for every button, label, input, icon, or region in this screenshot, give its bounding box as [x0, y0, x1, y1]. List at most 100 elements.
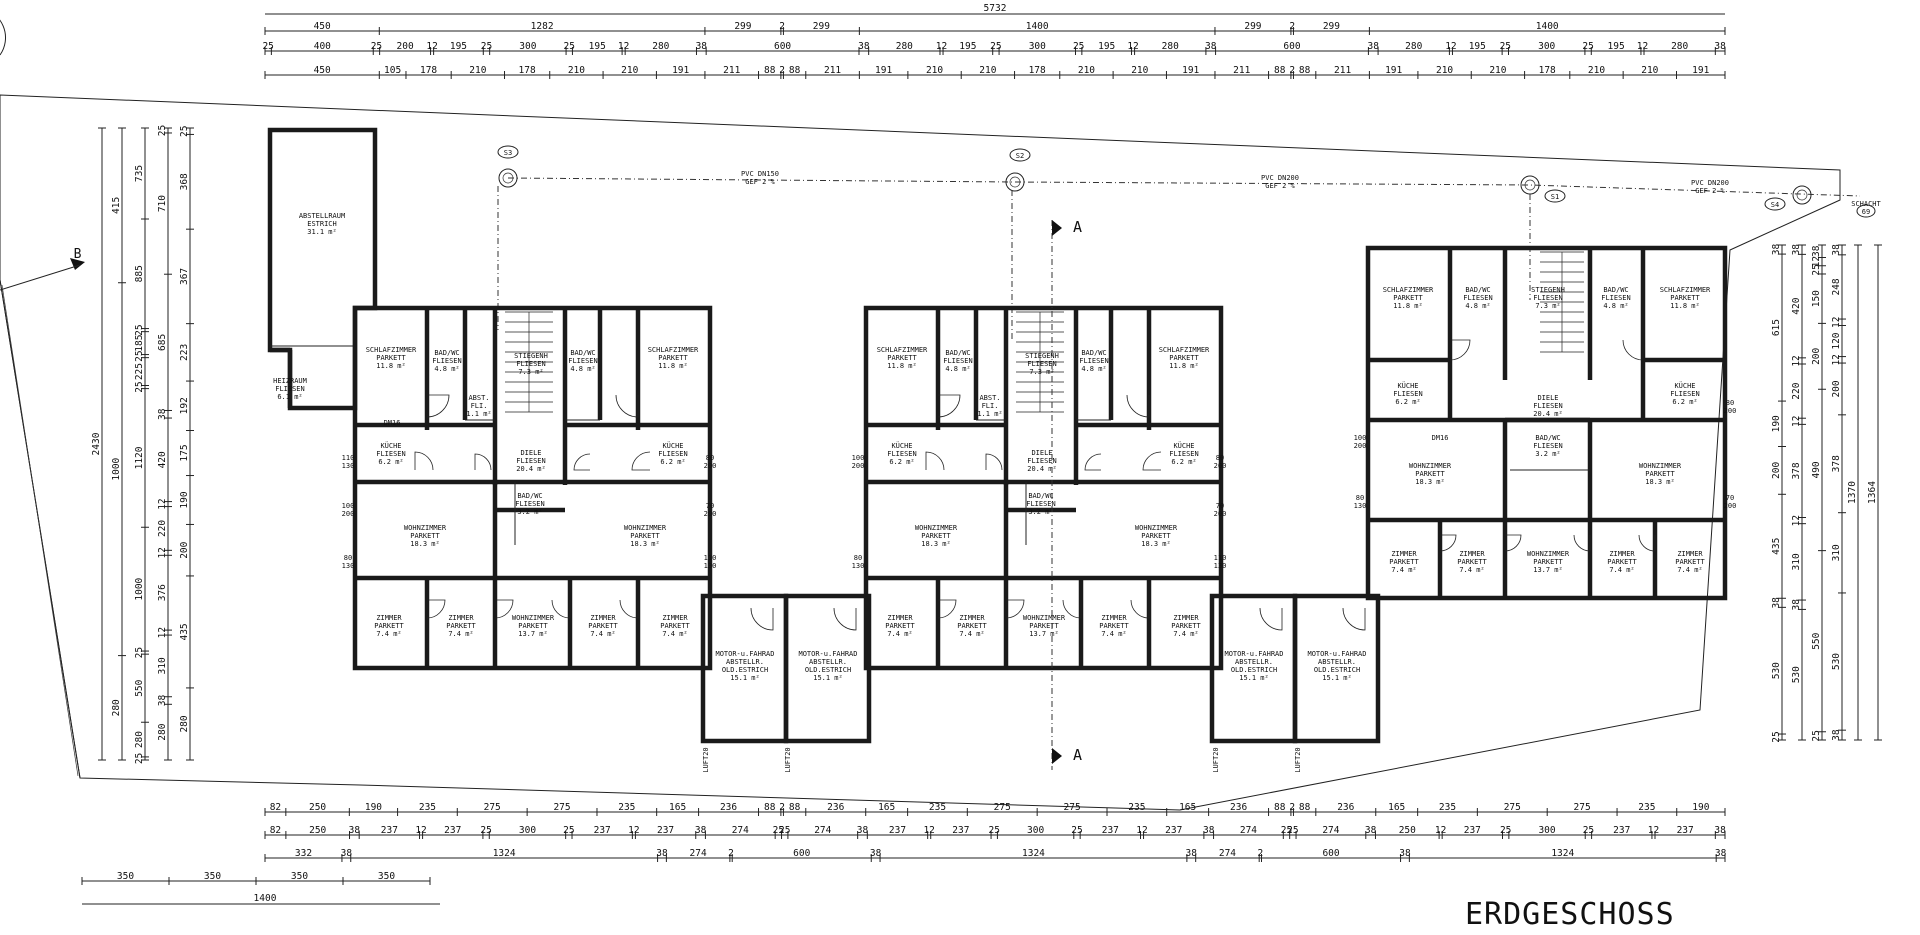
window-size-width: 110: [342, 454, 355, 462]
bottom-row2-label: 12: [1648, 825, 1659, 836]
top-row3-label: 191: [875, 65, 892, 76]
bottom-row2-label: 12: [1136, 825, 1147, 836]
room-bad_small-label: 3.2 m²: [1535, 450, 1560, 458]
manhole-circle: [1005, 172, 1025, 192]
window-size-height: 200: [852, 462, 865, 470]
room-diele-label: 20.4 m²: [1533, 410, 1563, 418]
left-col3-label: 25: [134, 647, 145, 658]
room-zimmer-label: PARKETT: [885, 622, 915, 630]
right-col3-label: 12: [1811, 256, 1822, 267]
window-size-height: 130: [704, 562, 717, 570]
room-wohnzimmer_b-label: 13.7 m²: [1029, 630, 1059, 638]
door-swing: [1449, 339, 1471, 361]
bottom-row3-label: 1324: [1022, 848, 1045, 859]
pipe-tag: [1009, 148, 1031, 162]
bottom-row1-label: 190: [365, 802, 382, 813]
top-row1-label: 299: [1323, 21, 1340, 32]
bottom-row4-label: 350: [291, 871, 308, 882]
room-schlafzimmer-label: PARKETT: [376, 354, 406, 362]
left-col4-label: 25: [157, 125, 168, 136]
room-zimmer-label: ZIMMER: [1391, 550, 1417, 558]
top-row2-label: 195: [959, 41, 976, 52]
right-col2-label: 12: [1791, 515, 1802, 526]
bottom-row2-label: 12: [628, 825, 639, 836]
right-col4-label: 12: [1831, 317, 1842, 328]
right-col2-label: 378: [1791, 462, 1802, 479]
room-schlafzimmer-label: 11.8 m²: [658, 362, 688, 370]
room-bad-label: 4.8 m²: [1081, 365, 1106, 373]
door-swing: [1439, 534, 1457, 552]
room-schlafzimmer-label: SCHLAFZIMMER: [877, 346, 928, 354]
top-row2-label: 195: [450, 41, 467, 52]
left-col2-label: 1000: [111, 457, 122, 480]
bottom-row2-label: 237: [657, 825, 674, 836]
pipe-spec: PVC DN200: [1261, 174, 1299, 182]
manhole-inner: [1524, 179, 1536, 191]
left-col5-label: 368: [179, 173, 190, 190]
room-stiegenhaus-label: FLIESEN: [516, 360, 546, 368]
pipe-slope: GEF 2 %: [745, 178, 775, 186]
bottom-row1-label: 165: [669, 802, 686, 813]
bottom-row2-label: 237: [889, 825, 906, 836]
dm-label: DM16: [384, 419, 401, 427]
bottom-row3-label: 38: [870, 848, 882, 859]
room-diele-label: DIELE: [1537, 394, 1558, 402]
door-swing: [1638, 534, 1656, 552]
door-swing: [937, 394, 961, 418]
room-bad-label: FLIESEN: [1079, 357, 1109, 365]
door-swing: [551, 599, 571, 619]
top-row2-label: 12: [618, 41, 629, 52]
window-size-height: 200: [704, 510, 717, 518]
room-zimmer-label: ZIMMER: [959, 614, 985, 622]
room-stiegenhaus-label: 7.3 m²: [1535, 302, 1560, 310]
room-motor-label: 15.1 m²: [1239, 674, 1269, 682]
window-size-width: 100: [1354, 434, 1367, 442]
window-size-height: 200: [1724, 502, 1737, 510]
top-row3-label: 178: [1029, 65, 1046, 76]
left-col5-label: 223: [179, 344, 190, 361]
top-row3-label: 178: [519, 65, 536, 76]
room-wohnzimmer_a-label: 18.3 m²: [1415, 478, 1445, 486]
top-total-label: 5732: [984, 3, 1007, 14]
window-size-height: 200: [1214, 462, 1227, 470]
window-size-width: 80: [344, 554, 352, 562]
left-col3-label: 280: [134, 731, 145, 748]
top-row2-label: 38: [858, 41, 870, 52]
luft-label: LUFT20: [1294, 747, 1302, 772]
door-swing: [619, 599, 639, 619]
schacht-label: SCHACHT: [1851, 200, 1881, 208]
door-swing: [1573, 534, 1591, 552]
bottom-row2-label: 237: [1677, 825, 1694, 836]
door-swing: [1126, 394, 1150, 418]
room-bad-label: 4.8 m²: [1465, 302, 1490, 310]
bottom-row1-label: 235: [1638, 802, 1655, 813]
bottom-row5-label: 1400: [254, 893, 277, 904]
room-diele-label: 20.4 m²: [1027, 465, 1057, 473]
left-col1-label: 2430: [91, 432, 102, 455]
left-col4-label: 685: [157, 334, 168, 351]
section-arrow-a-bottom: [1052, 748, 1062, 764]
window-size-width: 110: [704, 554, 717, 562]
bottom-row2-label: 25: [1071, 825, 1082, 836]
bottom-row3-label: 1324: [493, 848, 516, 859]
luft-label: LUFT20: [1212, 747, 1220, 772]
bottom-row1-label: 190: [1692, 802, 1709, 813]
plot-boundary: [0, 19, 1841, 811]
pipe-tag: [1544, 189, 1566, 203]
room-bad_small-label: FLIESEN: [1026, 500, 1056, 508]
room-motor-label: MOTOR-u.FAHRAD: [1307, 650, 1366, 658]
room-wohnzimmer_a-label: PARKETT: [1415, 470, 1445, 478]
bottom-row1-label: 275: [484, 802, 501, 813]
bottom-row1-label: 88: [1274, 802, 1286, 813]
top-row3-label: 88: [1274, 65, 1286, 76]
bottom-row2-label: 38: [349, 825, 361, 836]
room-bad_small-label: BAD/WC: [517, 492, 542, 500]
bottom-row1-label: 235: [1439, 802, 1456, 813]
room-bad-label: BAD/WC: [570, 349, 595, 357]
bottom-row2-label: 237: [952, 825, 969, 836]
top-row2-label: 195: [1098, 41, 1115, 52]
left-col3-label: 550: [134, 679, 145, 696]
bottom-row1-label: 250: [309, 802, 326, 813]
